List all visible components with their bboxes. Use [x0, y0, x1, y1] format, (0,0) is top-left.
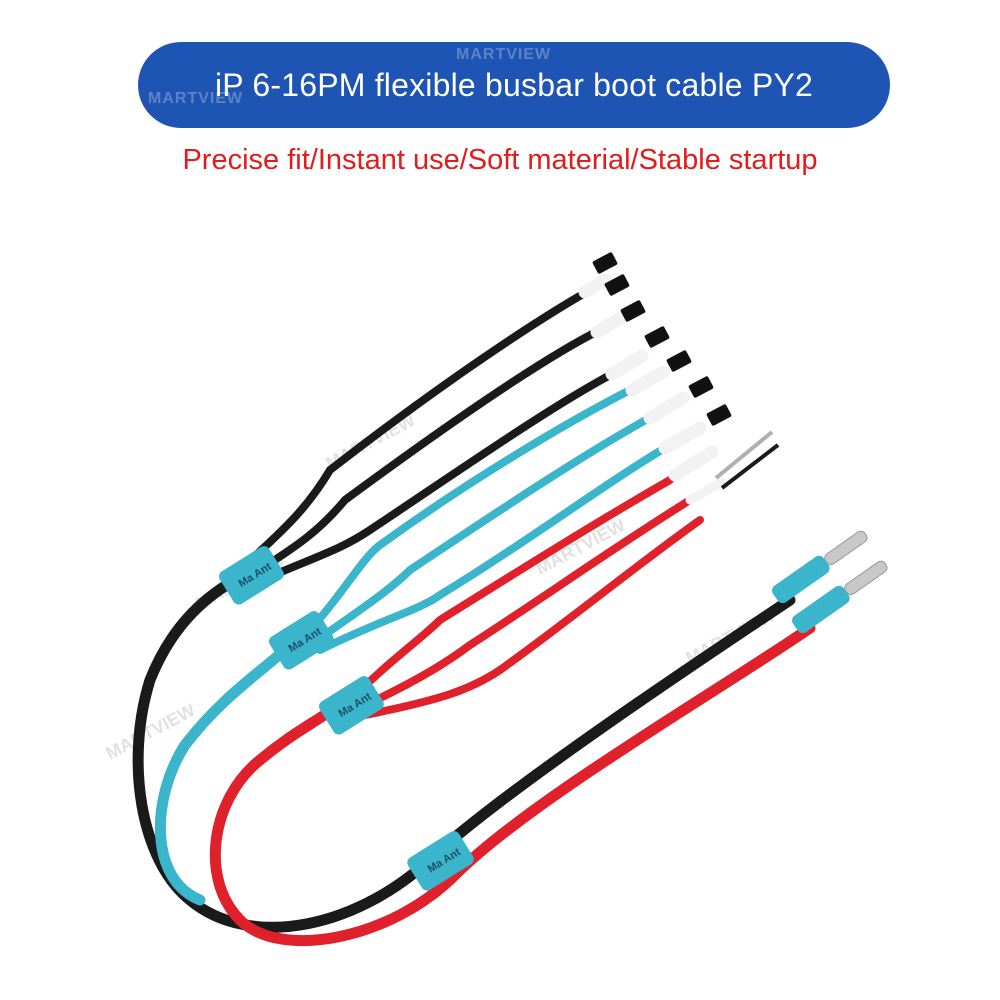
- probe-pin: [714, 430, 774, 480]
- plug-body: [792, 585, 850, 634]
- blue-branch-2: [306, 411, 659, 649]
- red-branch-2: [351, 496, 694, 714]
- splitter-boot-main: [407, 831, 474, 891]
- sleeve-1: [578, 273, 612, 299]
- banner-title: iP 6-16PM flexible busbar boot cable PY2: [215, 66, 813, 103]
- sleeve-4: [625, 365, 670, 397]
- plug-pin: [844, 560, 888, 596]
- sleeve-5: [643, 391, 690, 425]
- sleeve-3: [605, 349, 649, 381]
- main-cable-blue: [154, 644, 291, 906]
- banner-watermark-2: MARTVIEW: [456, 46, 552, 63]
- sleeve-6: [658, 421, 707, 455]
- flex-connector: [706, 404, 732, 426]
- sleeve-7: [668, 445, 719, 482]
- splitter-boot-red: [318, 676, 384, 735]
- flex-connector: [620, 300, 646, 322]
- flex-connector: [666, 350, 692, 372]
- main-cable-red: [209, 622, 816, 947]
- tagline: Precise fit/Instant use/Soft material/St…: [182, 144, 818, 176]
- main-cable-black: [132, 574, 796, 933]
- red-branch-3: [361, 516, 704, 719]
- banana-plugs: [772, 530, 888, 634]
- flex-connector: [604, 274, 630, 296]
- blue-branch-3: [316, 441, 674, 654]
- flex-connectors: [592, 252, 780, 490]
- splitter-boot-blue: [268, 611, 334, 670]
- banner-watermark: MARTVIEW: [148, 90, 244, 107]
- probe-pin: [720, 443, 780, 490]
- blue-branch-1: [296, 381, 644, 644]
- sleeve-2: [590, 310, 629, 339]
- flex-connector: [592, 252, 618, 274]
- title-banner: MARTVIEW MARTVIEW iP 6-16PM flexible bus…: [138, 42, 890, 128]
- flex-connector: [688, 376, 714, 398]
- flex-connector: [644, 326, 670, 348]
- sleeve-8: [685, 477, 727, 505]
- black-branch-1: [226, 286, 594, 584]
- splitter-boot-black: [218, 546, 284, 605]
- black-branch-2: [236, 326, 604, 586]
- splitter-boots: Ma Ant Ma Ant Ma Ant Ma Ant: [218, 546, 474, 891]
- red-branch-1: [341, 476, 674, 709]
- black-branch-3: [246, 366, 624, 589]
- plug-pin: [824, 530, 868, 566]
- plug-body: [772, 555, 830, 604]
